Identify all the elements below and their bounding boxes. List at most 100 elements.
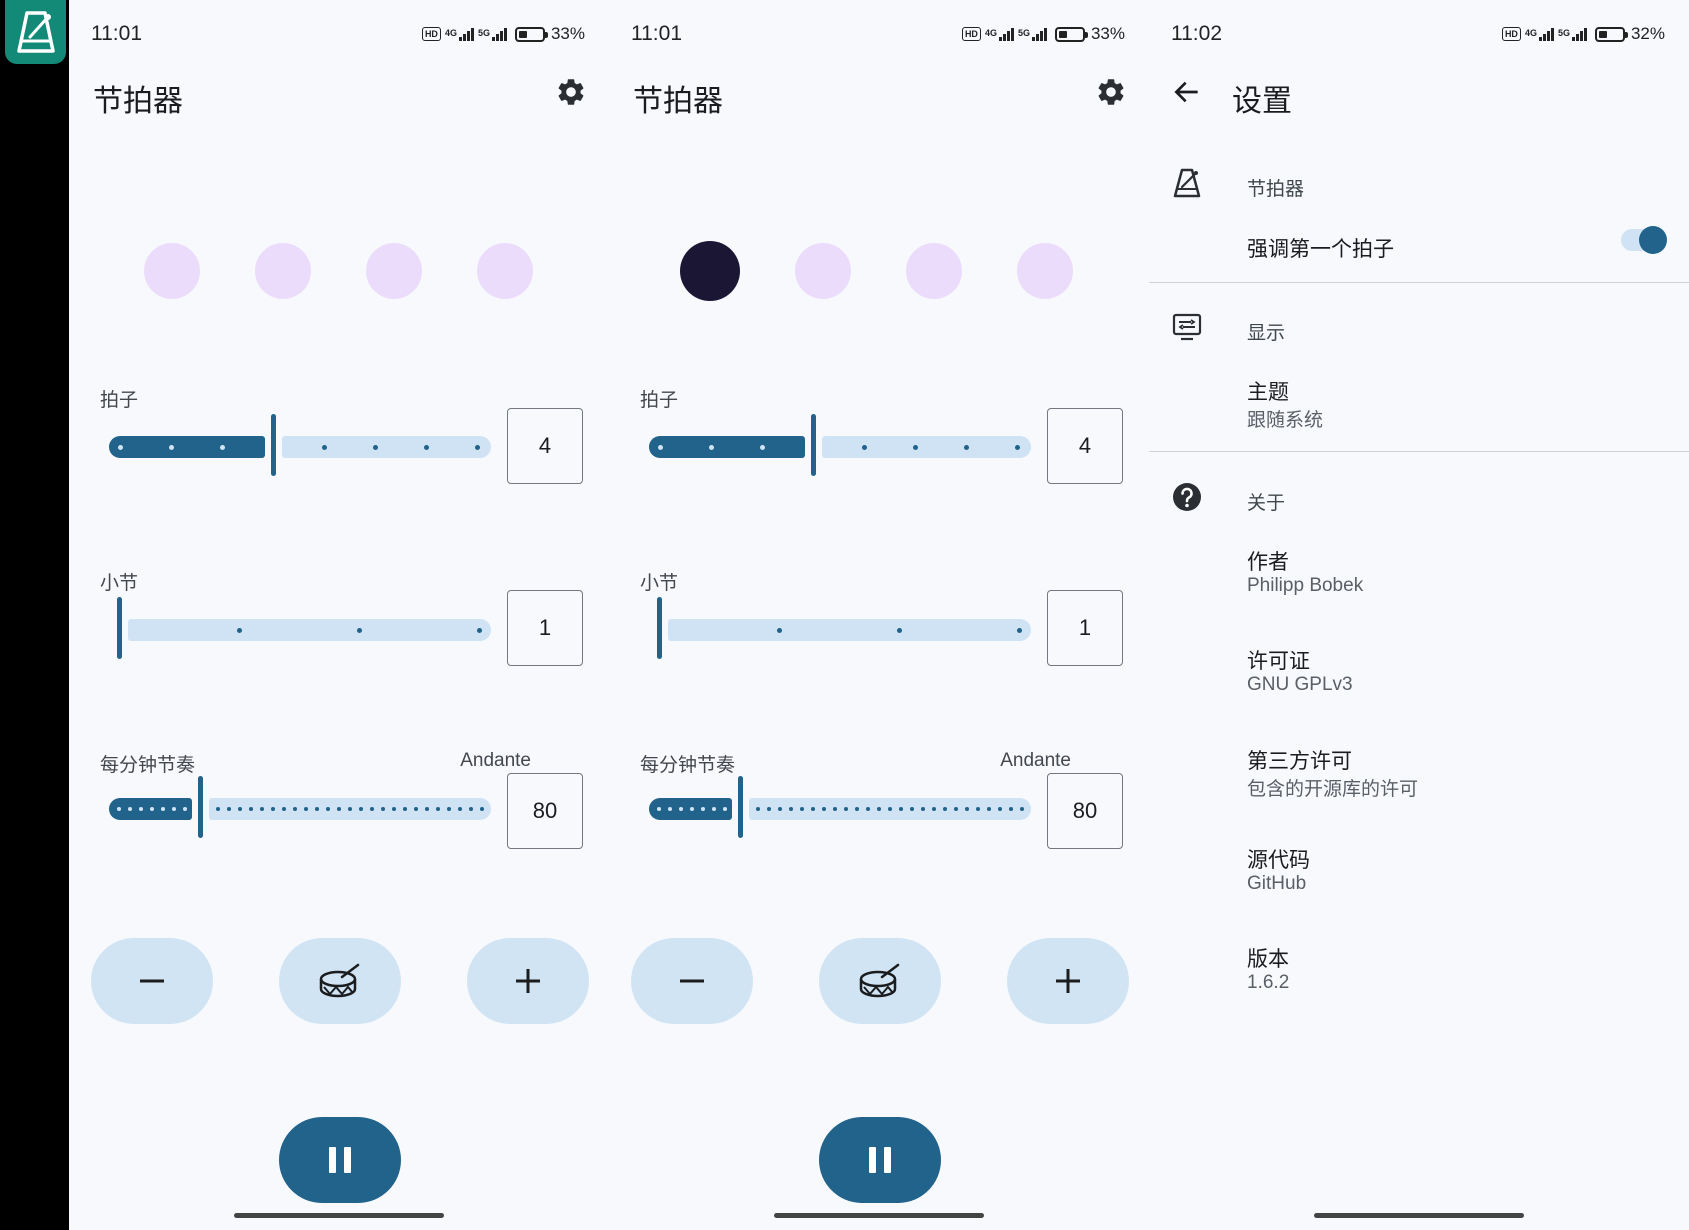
gear-icon[interactable] xyxy=(1095,76,1127,108)
section-header-display: 显示 xyxy=(1247,323,1286,344)
beats-slider-thumb[interactable] xyxy=(811,414,816,476)
battery-percent: 32% xyxy=(1630,24,1665,43)
source-code-row[interactable] xyxy=(1149,833,1689,903)
beat-dot-2 xyxy=(795,243,851,299)
bpm-label: 每分钟节奏 xyxy=(100,755,196,776)
accent-first-beat-toggle[interactable] xyxy=(1621,226,1667,254)
beats-input[interactable]: 4 xyxy=(507,408,583,484)
home-indicator[interactable] xyxy=(774,1213,984,1218)
status-bar: 11:02 HD 4G 5G 32% xyxy=(1149,0,1689,70)
signal-4g-icon: 4G xyxy=(445,27,474,41)
drum-icon xyxy=(859,963,900,998)
pause-button[interactable] xyxy=(279,1117,401,1203)
page-title: 节拍器 xyxy=(633,85,723,118)
source-code-title: 源代码 xyxy=(1247,849,1310,872)
bpm-slider[interactable] xyxy=(649,772,1031,842)
bpm-slider-thumb[interactable] xyxy=(198,776,203,838)
beat-dot-1-active xyxy=(680,241,740,301)
beat-dot-2 xyxy=(255,243,311,299)
metronome-logo-icon xyxy=(16,11,55,53)
status-time: 11:01 xyxy=(91,22,142,45)
battery-icon xyxy=(1054,26,1088,42)
signal-5g-icon: 5G xyxy=(1558,27,1587,41)
third-party-licenses-row[interactable] xyxy=(1149,734,1689,804)
bars-input[interactable]: 1 xyxy=(507,590,583,666)
bpm-slider[interactable] xyxy=(109,772,491,842)
beat-indicators xyxy=(69,243,609,299)
bpm-input[interactable]: 80 xyxy=(507,773,583,849)
display-icon xyxy=(1172,313,1202,341)
hd-badge: HD xyxy=(421,27,441,41)
increase-bpm-button[interactable] xyxy=(467,938,589,1024)
bars-slider-thumb[interactable] xyxy=(117,597,122,659)
bars-input[interactable]: 1 xyxy=(1047,590,1123,666)
tempo-name: Andante xyxy=(460,750,531,771)
pause-button[interactable] xyxy=(819,1117,941,1203)
third-party-licenses-value: 包含的开源库的许可 xyxy=(1247,779,1419,800)
battery-icon xyxy=(1594,26,1628,42)
theme-value: 跟随系统 xyxy=(1247,410,1324,431)
theme-row[interactable] xyxy=(1149,365,1689,435)
beats-label: 拍子 xyxy=(100,390,139,411)
tap-tempo-button[interactable] xyxy=(279,938,401,1024)
bpm-label: 每分钟节奏 xyxy=(640,755,736,776)
home-indicator[interactable] xyxy=(234,1213,444,1218)
bars-slider-thumb[interactable] xyxy=(657,597,662,659)
status-icons: HD 4G 5G 33% xyxy=(961,24,1125,44)
pause-icon xyxy=(869,1147,891,1173)
page-title: 设置 xyxy=(1232,85,1292,118)
minus-icon xyxy=(140,979,164,983)
beats-slider[interactable] xyxy=(109,410,491,480)
battery-percent: 33% xyxy=(1090,24,1125,43)
status-bar: 11:01 HD 4G 5G 33% xyxy=(69,0,609,70)
metronome-screen-1: 11:01 HD 4G 5G 33% 节拍器 拍子 4 小节 1 每分钟节奏 A… xyxy=(69,0,609,1230)
app-logo[interactable] xyxy=(5,0,66,64)
bpm-input[interactable]: 80 xyxy=(1047,773,1123,849)
decrease-bpm-button[interactable] xyxy=(91,938,213,1024)
version-title: 版本 xyxy=(1247,948,1289,971)
help-icon xyxy=(1173,483,1201,511)
signal-5g-icon: 5G xyxy=(478,27,507,41)
minus-icon xyxy=(680,979,704,983)
metronome-screen-2: 11:01 HD 4G 5G 33% 节拍器 拍子 4 小节 1 每分钟节奏 A… xyxy=(609,0,1149,1230)
tempo-name: Andante xyxy=(1000,750,1071,771)
license-value: GNU GPLv3 xyxy=(1247,674,1353,695)
section-header-metronome: 节拍器 xyxy=(1247,179,1305,200)
status-bar: 11:01 HD 4G 5G 33% xyxy=(609,0,1149,70)
pause-icon xyxy=(329,1147,351,1173)
back-arrow-icon[interactable] xyxy=(1171,76,1203,108)
bars-slider[interactable] xyxy=(649,593,1031,663)
beat-dot-3 xyxy=(366,243,422,299)
bpm-slider-thumb[interactable] xyxy=(738,776,743,838)
beat-indicators xyxy=(609,241,1149,301)
author-value: Philipp Bobek xyxy=(1247,575,1364,596)
section-header-about: 关于 xyxy=(1247,493,1286,514)
accent-first-beat-label: 强调第一个拍子 xyxy=(1247,238,1394,261)
bars-slider[interactable] xyxy=(109,593,491,663)
tap-tempo-button[interactable] xyxy=(819,938,941,1024)
bars-label: 小节 xyxy=(100,573,139,594)
beats-slider-thumb[interactable] xyxy=(271,414,276,476)
beats-label: 拍子 xyxy=(640,390,679,411)
beats-input[interactable]: 4 xyxy=(1047,408,1123,484)
signal-5g-icon: 5G xyxy=(1018,27,1047,41)
beat-dot-4 xyxy=(477,243,533,299)
beat-dot-4 xyxy=(1017,243,1073,299)
decrease-bpm-button[interactable] xyxy=(631,938,753,1024)
author-row[interactable] xyxy=(1149,535,1689,605)
beat-dot-3 xyxy=(906,243,962,299)
settings-screen: 11:02 HD 4G 5G 32% 设置 节拍器 强调第一个拍子 显示 主题 … xyxy=(1149,0,1689,1230)
third-party-licenses-title: 第三方许可 xyxy=(1247,750,1352,773)
status-time: 11:02 xyxy=(1171,22,1222,45)
increase-bpm-button[interactable] xyxy=(1007,938,1129,1024)
status-time: 11:01 xyxy=(631,22,682,45)
gear-icon[interactable] xyxy=(555,76,587,108)
accent-first-beat-row[interactable] xyxy=(1149,214,1689,274)
license-row[interactable] xyxy=(1149,634,1689,704)
page-title: 节拍器 xyxy=(93,85,183,118)
beats-slider[interactable] xyxy=(649,410,1031,480)
home-indicator[interactable] xyxy=(1314,1213,1524,1218)
left-strip xyxy=(0,0,69,1230)
version-row[interactable] xyxy=(1149,932,1689,1002)
hd-badge: HD xyxy=(961,27,981,41)
